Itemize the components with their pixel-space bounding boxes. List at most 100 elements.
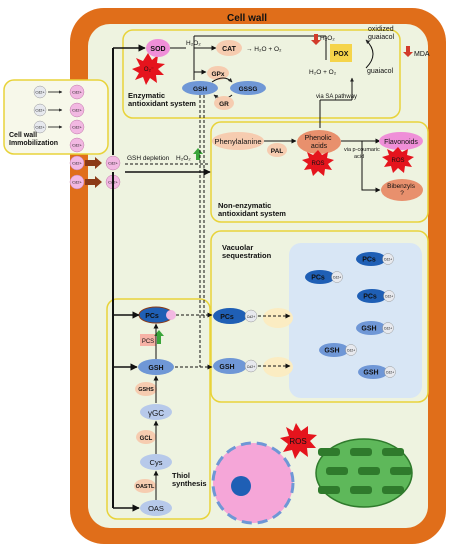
pox-product: H₂O + O₂ <box>309 69 337 76</box>
phenylalanine-node <box>212 132 264 150</box>
flavonoids-node <box>379 132 423 150</box>
nucleus <box>211 441 295 525</box>
nucleolus <box>231 476 251 496</box>
oxidized-guaiacol-line2: guaiacol <box>368 34 395 41</box>
gr-enzyme <box>214 96 234 110</box>
sod-enzyme <box>146 39 170 57</box>
vacuolar-line2: sequestration <box>222 251 272 260</box>
bibenzyls-node <box>381 179 423 201</box>
wall-bound-cd-ion-label: Cd2+ <box>72 143 82 148</box>
oas-label: OAS <box>148 504 164 513</box>
immobilization-label-line2: Immobilization <box>9 140 58 147</box>
bibenzyls-label: Bibenzyls ? <box>387 183 417 197</box>
wall-bound-cd-ion: Cd2+ <box>69 102 85 118</box>
bibenzyls-line1: Bibenzyls <box>387 183 416 190</box>
oxidized-guaiacol-label: oxidized guaiacol <box>368 26 396 41</box>
enzymatic-label-line2: antioxidant system <box>128 99 196 108</box>
mda-decrease-arrow <box>403 46 413 57</box>
immobilization-box <box>3 79 109 155</box>
cell-wall-label: Cell wall <box>227 13 267 24</box>
phenolic-acids-node <box>297 130 341 154</box>
vacuole-cd-label: Cd2+ <box>384 326 392 330</box>
pcs-complex-cyto-cd <box>244 309 258 323</box>
vacuole <box>289 243 422 398</box>
vacuole-complex-label: GSH <box>363 370 378 377</box>
pox-h2o2-decrease-arrow <box>311 34 321 45</box>
wall-bound-cd-ion-label: Cd2+ <box>72 108 82 113</box>
gpx-enzyme <box>207 66 229 80</box>
wall-grey-cd-ion-label: Cd2+ <box>35 109 45 113</box>
gsh-complex-cyto-label: GSH <box>219 364 234 371</box>
vacuole-complex: GSH Cd2+ <box>356 321 394 335</box>
immobilized-cd-ions: Cd2+Cd2+Cd2+Cd2+Cd2+Cd2+Cd2+ <box>33 84 85 153</box>
wall-grey-cd-ion: Cd2+ <box>33 103 63 117</box>
entering-cd-ion-label: Cd2+ <box>72 161 82 166</box>
enzymatic-label-line1: Enzymatic <box>128 91 165 100</box>
oastl-label: OASTL <box>136 484 155 490</box>
enzymatic-box <box>122 29 401 119</box>
pcs-complex-label: PCs <box>145 313 159 320</box>
vacuole-complex-label: GSH <box>324 348 339 355</box>
gssg <box>230 81 266 95</box>
gsh-thiol <box>138 359 174 375</box>
phenolic-line2: acids <box>311 143 328 150</box>
immobilization-label: Cell wall Immobilization <box>9 132 58 147</box>
phenolic-to-bibenzyl-line <box>361 141 381 193</box>
ros-burst-organelle <box>280 423 317 459</box>
vacuole-complex: GSH Cd2+ <box>358 365 396 379</box>
vacuole-complex-label: PCs <box>362 257 376 264</box>
gshs-label: GSHS <box>138 387 154 393</box>
sod-label: SOD <box>150 46 165 53</box>
gsh-complex-cyto <box>213 358 247 374</box>
entering-cd-ion-label: Cd2+ <box>72 180 82 185</box>
wall-bound-cd-ion-label: Cd2+ <box>72 90 82 95</box>
ros-flavonoid-label: ROS <box>391 158 404 164</box>
cd-entry-arrow <box>85 157 102 169</box>
gssg-label: GSSG <box>239 86 258 93</box>
via-pcoumaric-line2: acid <box>354 154 364 160</box>
vacuole-cd-label: Cd2+ <box>386 370 394 374</box>
pox-label: POX <box>334 51 349 58</box>
ros-burst-flavonoid <box>382 147 414 173</box>
pcs-complex-cyto-label: PCs <box>220 314 234 321</box>
pcs-enzyme <box>140 334 156 346</box>
pcs-transporter <box>263 308 293 328</box>
pox-h2o2-label: H₂O₂ <box>320 35 335 42</box>
thylakoid-stack <box>318 486 340 494</box>
thylakoid-stack <box>382 448 404 456</box>
wall-bound-cd-ion: Cd2+ <box>69 84 85 100</box>
phenolic-acids-label: Phenolic acids <box>305 135 334 150</box>
vacuole-complex-label: PCs <box>311 275 325 282</box>
pcs-complex-cyto-cd-label: Cd2+ <box>247 315 255 319</box>
pal-enzyme <box>267 143 287 157</box>
entering-cd-ion: Cd2+ <box>69 174 102 190</box>
pal-label: PAL <box>271 148 284 155</box>
ros-burst-phenolic <box>302 150 334 176</box>
gsh-transporter <box>263 357 293 377</box>
oas-node <box>140 500 172 516</box>
ros-organelle-label: ROS <box>289 437 306 446</box>
cat-label: CAT <box>222 46 237 53</box>
cat-product: → H₂O + O₂ <box>246 46 282 53</box>
o2-radical-label: O₂⁻ <box>144 67 154 73</box>
cat-enzyme <box>216 40 242 56</box>
pox-enzyme <box>330 44 352 62</box>
ygc-node <box>140 404 172 420</box>
gsh-to-gssg-arrow <box>211 77 233 83</box>
gcl-enzyme <box>136 430 156 444</box>
vacuole-complex-label: GSH <box>361 326 376 333</box>
thiol-line2: synthesis <box>172 479 207 488</box>
gsh-enzymatic-label: GSH <box>193 86 207 93</box>
pcs-complex-cyto <box>213 308 247 324</box>
thylakoid-stack <box>350 486 372 494</box>
bibenzyls-line2: ? <box>400 190 404 197</box>
oxidized-guaiacol-line1: oxidized <box>368 26 394 33</box>
thylakoid-stack <box>350 448 372 456</box>
pcs-enzyme-label: PCS <box>142 339 154 345</box>
thiol-label: Thiol synthesis <box>172 471 207 488</box>
